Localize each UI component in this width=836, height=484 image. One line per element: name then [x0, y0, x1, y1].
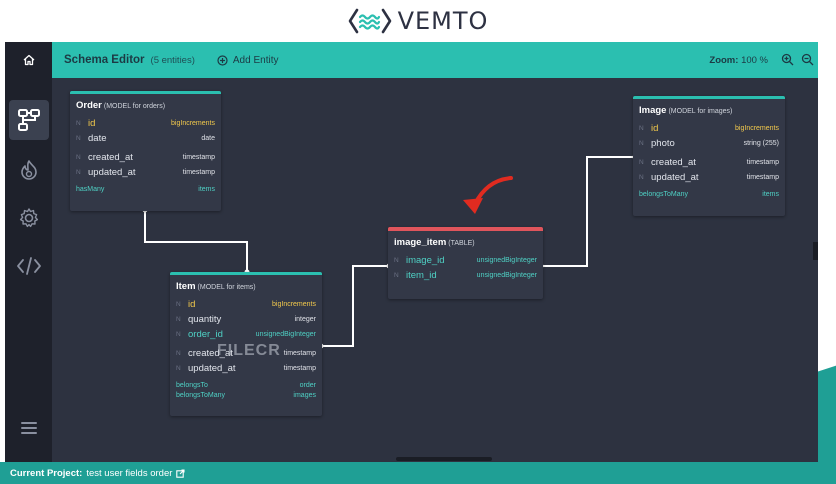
- horizontal-scrollbar[interactable]: [396, 457, 492, 461]
- entity-title: Order(MODEL for orders): [76, 100, 166, 111]
- schema-icon: [18, 109, 40, 131]
- zoom-value: 100 %: [741, 54, 768, 66]
- plus-circle-icon: [217, 54, 228, 66]
- relation-line-imageitem-image: [541, 156, 635, 267]
- sidebar-item-settings[interactable]: [9, 198, 49, 238]
- relation-line-item-imageitem: [321, 265, 389, 347]
- add-entity-button[interactable]: Add Entity: [217, 54, 279, 66]
- watermark: FILECR: [217, 342, 281, 359]
- zoom-in-icon[interactable]: [781, 53, 794, 66]
- entity-title: Item(MODEL for items): [176, 281, 256, 292]
- fire-icon: [21, 160, 37, 180]
- external-link-icon[interactable]: [176, 468, 185, 478]
- home-icon: [23, 54, 34, 66]
- gear-icon: [19, 208, 39, 228]
- app-window: Schema Editor (5 entities) Add Entity Zo…: [5, 42, 818, 462]
- code-icon: [17, 257, 41, 275]
- current-project-label: Current Project:: [10, 467, 83, 479]
- sidebar-item-code[interactable]: [9, 246, 49, 286]
- entity-count: (5 entities): [150, 54, 195, 66]
- current-project-name: test user fields order: [86, 467, 173, 479]
- brand-name: VEMTO: [397, 7, 489, 35]
- sidebar-item-fire[interactable]: [9, 150, 49, 190]
- zoom-out-icon[interactable]: [801, 53, 814, 66]
- page-title: Schema Editor: [64, 54, 145, 66]
- add-entity-label: Add Entity: [232, 54, 279, 66]
- vemto-logo-icon: [348, 8, 391, 34]
- zoom-display: Zoom: 100 %: [709, 55, 768, 66]
- status-bar: Current Project: test user fields order: [0, 462, 836, 484]
- toolbar: Schema Editor (5 entities) Add Entity Zo…: [52, 42, 818, 78]
- sidebar: [5, 42, 52, 462]
- sidebar-item-home[interactable]: [5, 42, 52, 78]
- sidebar-item-schema[interactable]: [9, 100, 49, 140]
- entity-title: Image(MODEL for images): [639, 105, 733, 116]
- entity-title: image_item(TABLE): [394, 237, 475, 248]
- decorative-shape: [818, 358, 836, 472]
- zoom-label: Zoom:: [709, 54, 739, 66]
- brand-header: VEMTO: [0, 0, 836, 42]
- side-panel-handle[interactable]: [813, 242, 818, 260]
- menu-icon: [21, 422, 37, 434]
- sidebar-item-menu[interactable]: [9, 408, 49, 448]
- relation-line-order-item: [144, 210, 248, 272]
- annotation-arrow-icon: [463, 176, 513, 214]
